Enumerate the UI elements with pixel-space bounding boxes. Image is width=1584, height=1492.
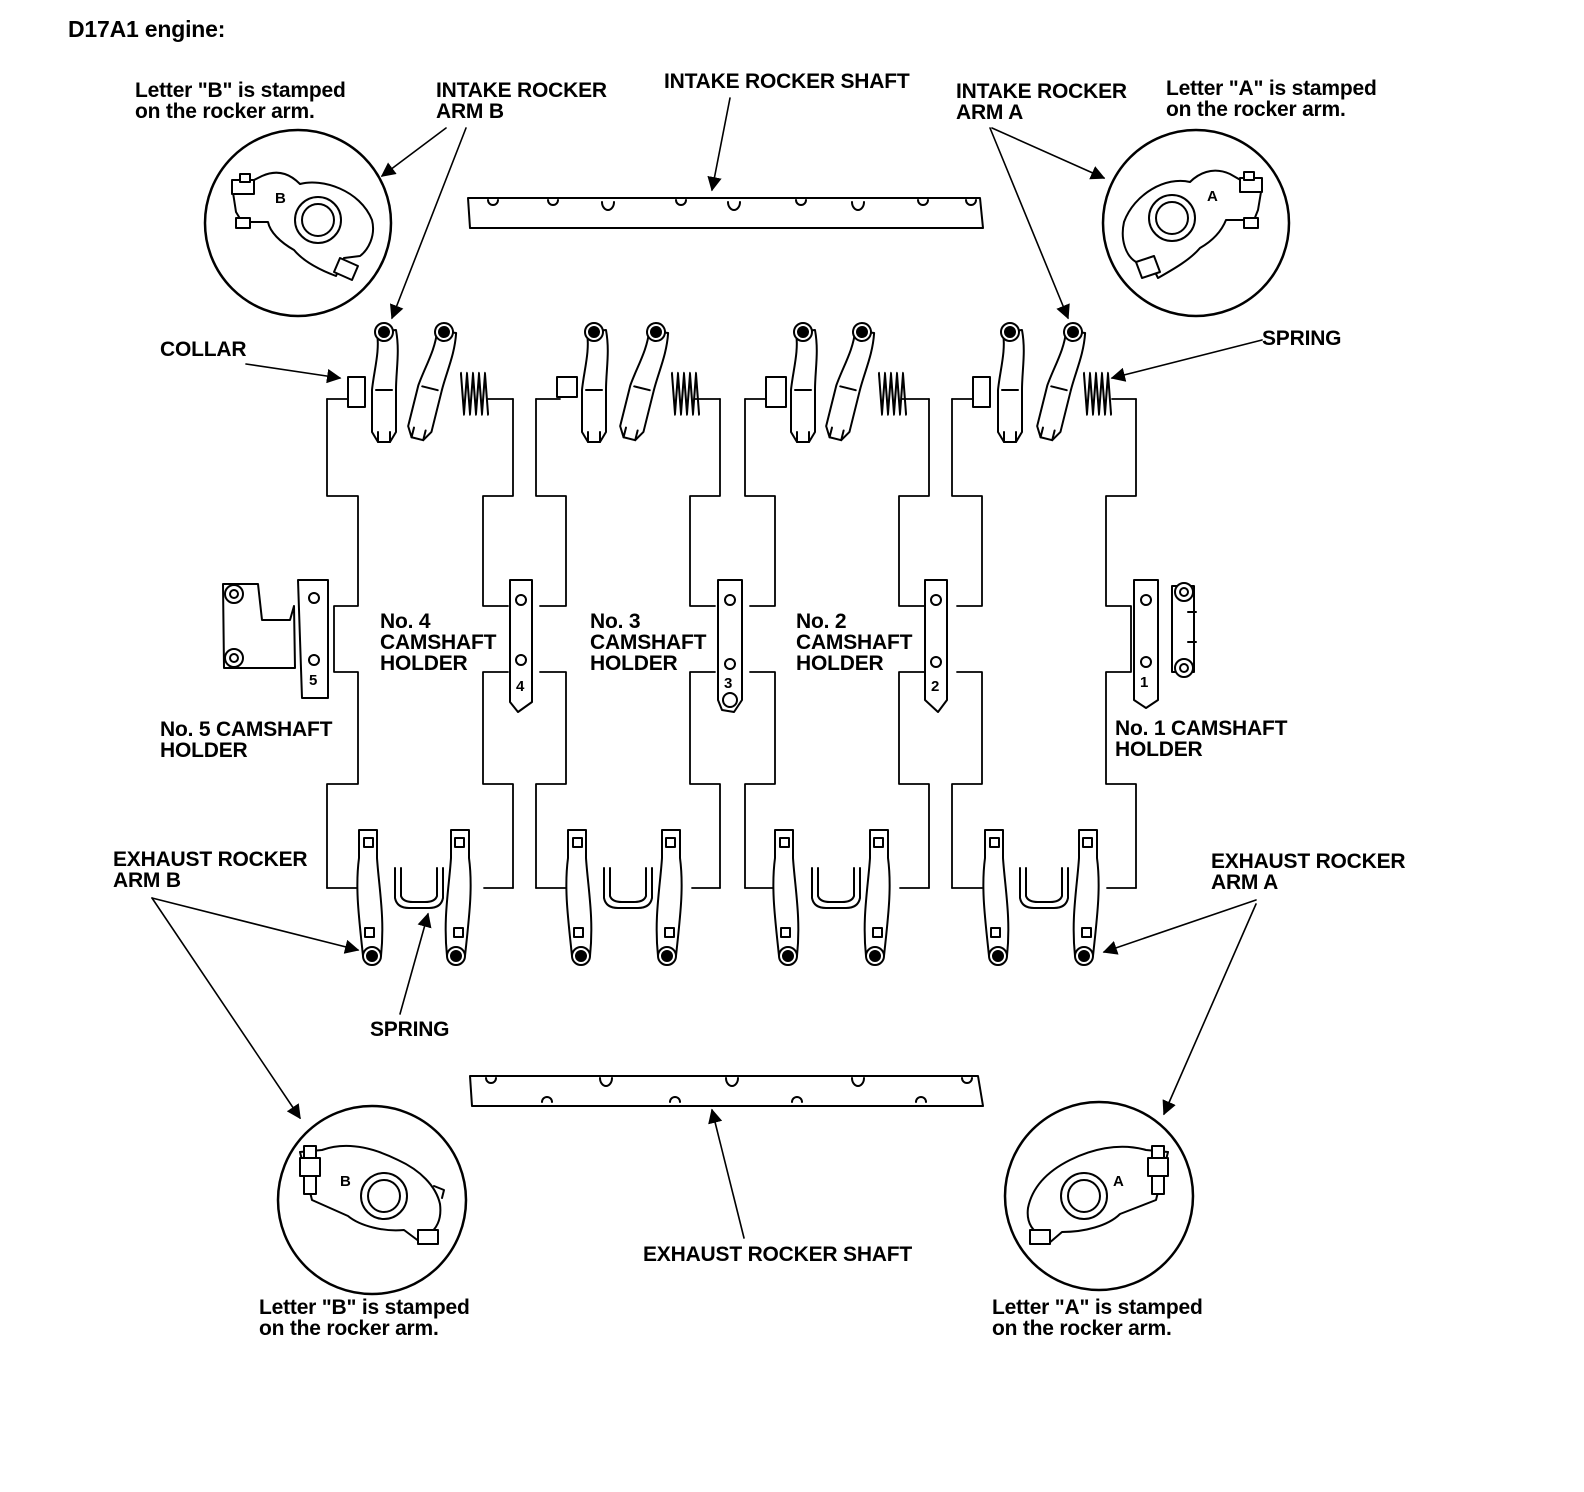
camshaft-holder-1-bracket (1133, 579, 1197, 709)
spring-top-label: SPRING (1262, 327, 1342, 350)
intake-rocker-shaft (467, 197, 984, 229)
camshaft-holder-4-bracket (509, 579, 533, 713)
intake-rocker-arm-a-label: INTAKE ROCKER ARM A (956, 80, 1127, 124)
holder-number-5: 5 (309, 672, 318, 689)
intake-rocker-arm-b-label: INTAKE ROCKER ARM B (436, 79, 607, 123)
intake-rocker-shaft-label: INTAKE ROCKER SHAFT (664, 70, 910, 93)
holder-number-4: 4 (516, 678, 525, 695)
camshaft-holder-5-label: No. 5 CAMSHAFT HOLDER (160, 718, 333, 762)
exhaust-rocker-arm-a-label: EXHAUST ROCKER ARM A (1211, 850, 1406, 894)
camshaft-holder-outlines (326, 398, 1137, 889)
camshaft-holder-3-bracket (717, 579, 743, 713)
holder-number-2: 2 (931, 678, 940, 695)
stamp-letter-a-top: A (1207, 188, 1218, 205)
stamp-note-a-bottom: Letter "A" is stamped on the rocker arm. (992, 1296, 1203, 1340)
exhaust-rocker-shaft (469, 1075, 984, 1107)
collars (347, 376, 991, 408)
collar-label: COLLAR (160, 338, 247, 361)
camshaft-holder-5-bracket (222, 579, 329, 699)
exhaust-rocker-shaft-label: EXHAUST ROCKER SHAFT (643, 1243, 913, 1266)
holder-number-3: 3 (724, 675, 733, 692)
camshaft-holder-3-label: No. 3 CAMSHAFT HOLDER (590, 610, 707, 675)
exhaust-rocker-arm-b-label: EXHAUST ROCKER ARM B (113, 848, 308, 892)
camshaft-holder-2-label: No. 2 CAMSHAFT HOLDER (796, 610, 913, 675)
holder-number-1: 1 (1140, 674, 1149, 691)
camshaft-holder-2-bracket (924, 579, 948, 713)
stamp-note-b-top: Letter "B" is stamped on the rocker arm. (135, 79, 346, 123)
detail-circle-intake-a (1101, 128, 1291, 318)
stamp-letter-a-bottom: A (1113, 1173, 1124, 1190)
page-title: D17A1 engine: (68, 16, 226, 42)
detail-circle-exhaust-b (276, 1104, 468, 1296)
stamp-note-a-top: Letter "A" is stamped on the rocker arm. (1166, 77, 1377, 121)
detail-circle-exhaust-a (1003, 1100, 1195, 1292)
stamp-note-b-bottom: Letter "B" is stamped on the rocker arm. (259, 1296, 470, 1340)
leader-arrows (151, 97, 1263, 1239)
spring-bottom-label: SPRING (370, 1018, 450, 1041)
detail-circle-intake-b (203, 128, 393, 318)
stamp-letter-b-bottom: B (340, 1173, 351, 1190)
exhaust-rocker-arms (356, 829, 1100, 966)
camshaft-holder-4-label: No. 4 CAMSHAFT HOLDER (380, 610, 497, 675)
camshaft-holder-1-label: No. 1 CAMSHAFT HOLDER (1115, 717, 1288, 761)
stamp-letter-b-top: B (275, 190, 286, 207)
